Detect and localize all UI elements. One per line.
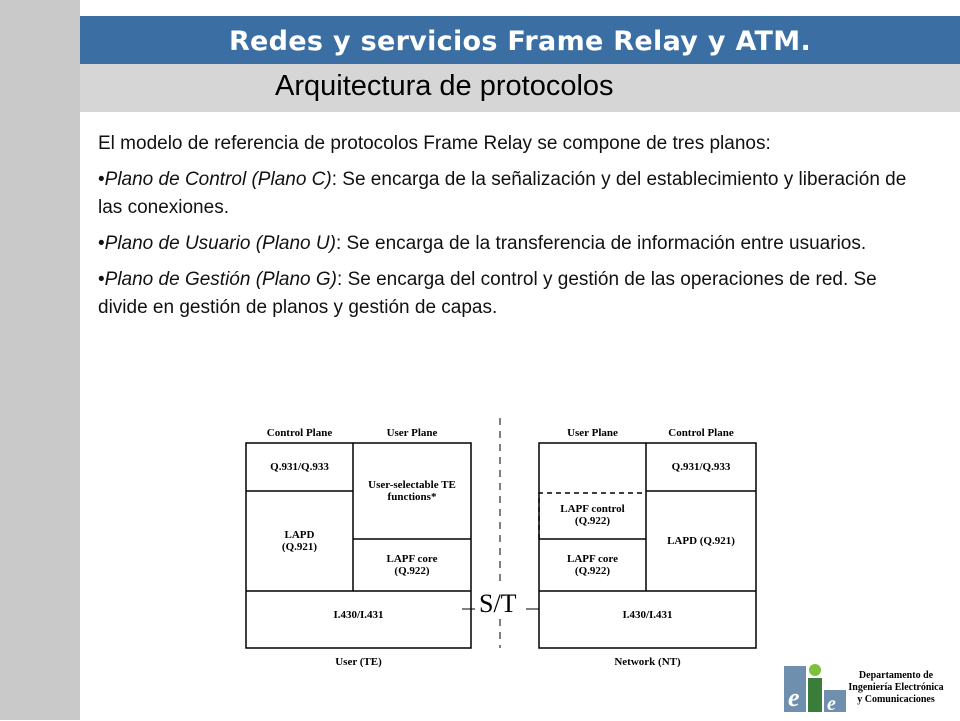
bullet-user-plane: •Plano de Usuario (Plano U): Se encarga … — [98, 230, 928, 258]
svg-text:e: e — [788, 683, 800, 712]
label-lapf-core-network: LAPF core (Q.922) — [566, 553, 618, 577]
diagram-lines — [245, 418, 757, 649]
protocol-architecture-diagram: Control Plane User Plane Q.931/Q.933 Use… — [230, 413, 770, 673]
bullet-term: Plano de Control (Plano C) — [104, 169, 332, 190]
lapf-control-dashed — [538, 492, 646, 539]
label-lapd-network: LAPD (Q.921) — [667, 535, 735, 547]
user-stack-outline — [245, 442, 472, 649]
label-i430-user: I.430/I.431 — [333, 609, 384, 621]
dept-line-3: y Comunicaciones — [857, 694, 935, 705]
bullet-management-plane: •Plano de Gestión (Plano G): Se encarga … — [98, 266, 928, 322]
label-i430-network: I.430/I.431 — [622, 609, 673, 621]
intro-paragraph: El modelo de referencia de protocolos Fr… — [98, 133, 771, 154]
department-logo: e e — [780, 660, 850, 716]
label-q931-user: Q.931/Q.933 — [270, 461, 329, 473]
dept-line-2: Ingeniería Electrónica — [848, 682, 944, 693]
bullet-term: Plano de Gestión (Plano G) — [104, 269, 338, 290]
label-user-plane-network: User Plane — [567, 427, 618, 439]
bullet-term: Plano de Usuario (Plano U) — [104, 233, 336, 254]
label-user-selectable: User-selectable TE functions* — [368, 479, 456, 503]
bullet-control-plane: •Plano de Control (Plano C): Se encarga … — [98, 166, 928, 222]
label-q931-network: Q.931/Q.933 — [671, 461, 731, 473]
label-lapd-user: LAPD (Q.921) — [281, 529, 318, 553]
top-band — [80, 0, 960, 16]
caption-network-nt: Network (NT) — [614, 656, 681, 668]
header-banner: Redes y servicios Frame Relay y ATM. — [80, 16, 960, 64]
label-control-plane-network: Control Plane — [668, 427, 734, 439]
slide-subtitle: Arquitectura de protocolos — [275, 70, 614, 102]
network-stack-outline — [538, 442, 757, 649]
bullet-text: : Se encarga de la señalización y del es… — [98, 169, 907, 218]
label-lapf-core-user: LAPF core (Q.922) — [386, 553, 438, 577]
left-sidebar-bar — [0, 0, 80, 720]
svg-text:e: e — [827, 693, 836, 715]
subtitle-band: Arquitectura de protocolos — [80, 64, 960, 112]
reference-point-st: S/T — [479, 589, 517, 618]
department-name: Departamento de Ingeniería Electrónica y… — [836, 670, 956, 706]
bullet-marker: • — [98, 169, 105, 190]
label-user-plane-user: User Plane — [386, 427, 438, 439]
dept-line-1: Departamento de — [858, 670, 934, 681]
presentation-title: Redes y servicios Frame Relay y ATM. — [228, 26, 812, 57]
caption-user-te: User (TE) — [335, 656, 382, 668]
eie-logo-icon: e e — [784, 664, 846, 715]
bullet-text: : Se encarga de la transferencia de info… — [335, 233, 867, 254]
bullet-marker: • — [98, 269, 105, 290]
slide-body: El modelo de referencia de protocolos Fr… — [98, 130, 928, 330]
label-control-plane-user: Control Plane — [266, 427, 333, 439]
bullet-text: : Se encarga del control y gestión de la… — [98, 269, 877, 318]
bullet-marker: • — [98, 233, 105, 254]
label-lapf-control: LAPF control (Q.922) — [560, 503, 625, 527]
